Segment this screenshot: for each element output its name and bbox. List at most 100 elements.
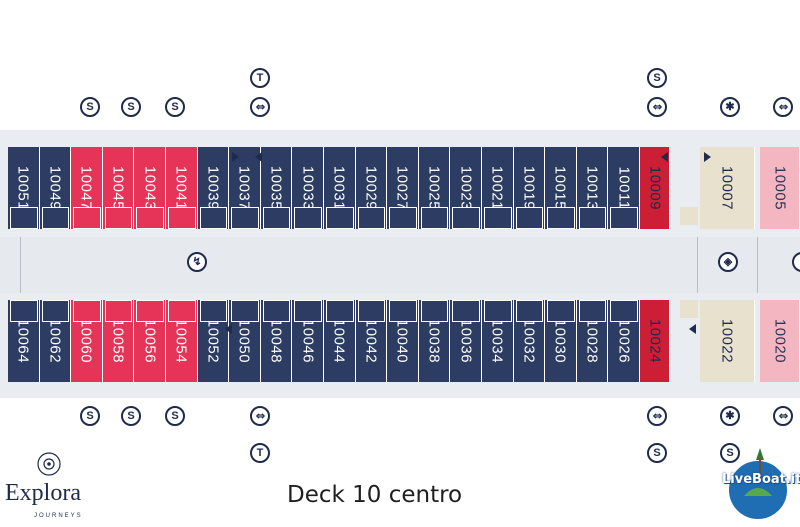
cabin-balcony — [231, 300, 259, 322]
service-icon: S — [647, 443, 667, 463]
cabin-number: 10058 — [109, 318, 127, 364]
cabin-marker-icon — [232, 152, 239, 162]
cabin-balcony — [452, 207, 480, 229]
cabin-number: 10064 — [14, 318, 32, 364]
cabin-number: 10027 — [393, 165, 411, 211]
deck-title: Deck 10 centro — [287, 482, 463, 508]
cabin-balcony — [610, 207, 638, 229]
cabin-number: 10028 — [583, 318, 601, 364]
cabin-balcony — [168, 207, 196, 229]
elevator-icon: ⇕ — [647, 97, 667, 117]
cabin-balcony — [515, 300, 544, 322]
cabin-10024[interactable]: 10024 — [640, 300, 670, 382]
cabin-balcony — [73, 207, 101, 229]
service-icon: S — [121, 406, 141, 426]
cabin-balcony — [73, 300, 101, 322]
service-icon: S — [165, 97, 185, 117]
cabin-number: 10011 — [615, 166, 633, 210]
cabin-balcony — [452, 300, 480, 322]
service-icon: S — [80, 97, 100, 117]
cabin-10022[interactable]: 10022 — [700, 300, 755, 382]
cabin-balcony — [547, 300, 575, 322]
cabin-marker-icon — [689, 324, 696, 334]
corridor-divider — [20, 237, 21, 293]
cabin-number: 10022 — [718, 318, 736, 364]
cabin-number: 10020 — [771, 318, 788, 364]
cabin-marker-icon — [704, 152, 711, 162]
cabin-balcony — [136, 300, 164, 322]
cabin-balcony — [357, 207, 386, 229]
cabin-balcony — [199, 207, 228, 229]
cabin-balcony — [294, 300, 322, 322]
cabin-number: 10009 — [646, 165, 663, 211]
cabin-number: 10040 — [393, 318, 411, 364]
cabin-number: 10015 — [551, 165, 569, 211]
cabin-balcony — [199, 300, 228, 322]
corridor-divider — [697, 237, 698, 293]
cabin-balcony — [168, 300, 196, 322]
cabin-number: 10036 — [457, 318, 475, 364]
fan-icon: ✱ — [720, 406, 740, 426]
cabin-number: 10043 — [141, 165, 159, 211]
explora-logo: Explora — [5, 480, 81, 506]
service-icon: S — [80, 406, 100, 426]
service-icon: S — [121, 97, 141, 117]
elevator-icon: ⇕ — [773, 406, 793, 426]
cabin-number: 10032 — [520, 318, 538, 364]
cabin-10020[interactable]: 10020 — [760, 300, 800, 382]
cabin-marker-icon — [661, 152, 668, 162]
cabin-marker-icon — [255, 152, 262, 162]
cabin-number: 10047 — [77, 165, 95, 211]
cabin-balcony — [136, 207, 164, 229]
cabin-number: 10005 — [771, 165, 788, 211]
cabin-number: 10039 — [204, 165, 222, 211]
cabin-number: 10035 — [267, 165, 285, 211]
cabin-number: 10049 — [46, 165, 64, 211]
cabin-number: 10056 — [141, 318, 159, 364]
cabin-number: 10050 — [235, 318, 253, 364]
cabin-balcony — [420, 207, 449, 229]
corridor-divider — [757, 237, 758, 293]
cabin-number: 10051 — [14, 165, 32, 211]
cabin-number: 10048 — [267, 318, 285, 364]
cabin-balcony — [484, 207, 512, 229]
cabin-number: 10042 — [362, 318, 380, 364]
cabin-number: 10052 — [204, 318, 222, 364]
vending-icon: ◈ — [718, 252, 738, 272]
hairdryer-icon: ↯ — [187, 252, 207, 272]
cabin-balcony — [41, 300, 70, 322]
elevator-icon: ⇕ — [250, 406, 270, 426]
cabin-number: 10019 — [520, 165, 538, 211]
liveboat-watermark-text: LiveBoat.it — [722, 472, 800, 487]
cabin-balcony — [262, 300, 291, 322]
elevator-icon: ⇕ — [647, 406, 667, 426]
cabin-number: 10037 — [235, 165, 253, 211]
cabin-number: 10054 — [172, 318, 190, 364]
cabin-balcony — [41, 207, 70, 229]
cabin-balcony — [610, 300, 638, 322]
cabin-balcony — [231, 207, 259, 229]
service-icon: S — [165, 406, 185, 426]
cabin-balcony — [484, 300, 512, 322]
cabin-balcony — [326, 207, 354, 229]
cabin-balcony — [262, 207, 291, 229]
cabin-number: 10031 — [330, 165, 348, 211]
cabin-number: 10038 — [425, 318, 443, 364]
stair-icon: T — [250, 68, 270, 88]
cabin-balcony — [515, 207, 544, 229]
cabin-number: 10023 — [457, 165, 475, 211]
cabin-number: 10007 — [718, 165, 736, 211]
cabin-10005[interactable]: 10005 — [760, 147, 800, 229]
liveboat-watermark-logo — [727, 448, 789, 521]
cabin-balcony — [389, 207, 417, 229]
cabin-number: 10060 — [77, 318, 95, 364]
cabin-number: 10024 — [646, 318, 663, 364]
cabin-number: 10041 — [172, 165, 190, 211]
cabin-number: 10033 — [299, 165, 317, 211]
explora-emblem-icon — [37, 452, 61, 476]
cabin-balcony — [578, 300, 607, 322]
suite-annex — [680, 300, 698, 318]
cabin-number: 10046 — [299, 318, 317, 364]
cabin-number: 10044 — [330, 318, 348, 364]
